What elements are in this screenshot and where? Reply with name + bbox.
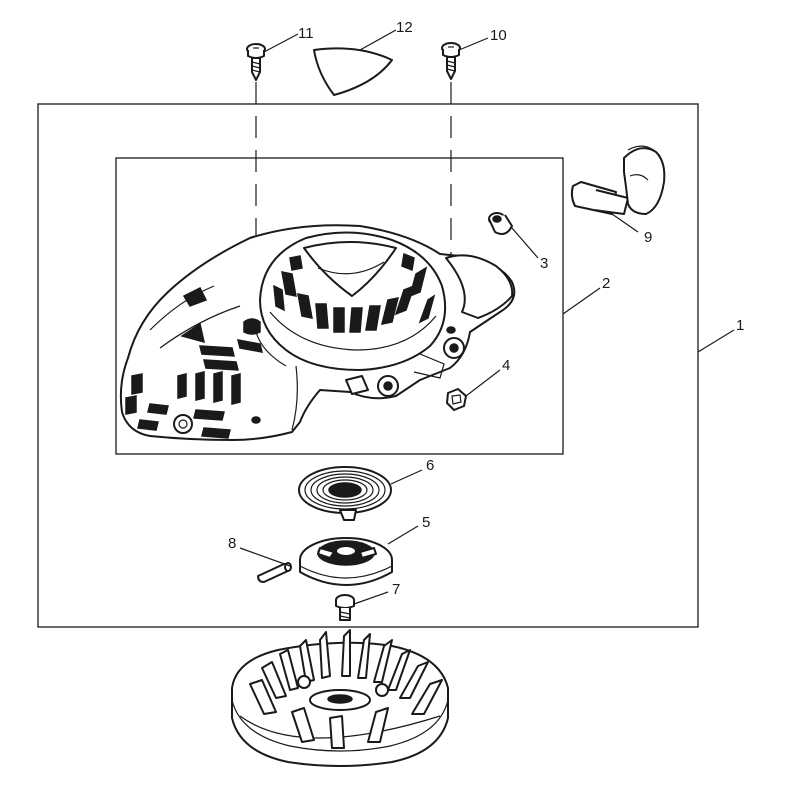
callout-5: 5 [422,514,430,531]
callout-6: 6 [426,457,434,474]
housing-louvers [125,339,264,439]
starter-handle-9 [570,145,666,215]
flywheel [231,629,449,767]
callout-9: 9 [644,229,652,246]
decal-12 [313,47,393,96]
leader-lines [239,29,735,605]
assembly-frame-inner [115,157,564,455]
starter-housing-2 [119,224,516,441]
callout-10: 10 [490,27,507,44]
callout-3: 3 [540,255,548,272]
callout-2: 2 [602,275,610,292]
bushing-3 [488,212,513,235]
callout-12: 12 [396,19,413,36]
callout-1: 1 [736,317,744,334]
pulley-5 [299,537,393,586]
nut-4 [446,388,467,411]
pin-8 [257,562,292,583]
screw-11 [246,43,266,81]
warning-triangle-icon [180,322,206,344]
assembly-frame-outer [37,103,699,628]
rotor-slots [273,252,436,333]
recoil-spring-6 [298,466,392,521]
screw-7 [335,594,355,621]
callout-7: 7 [392,581,400,598]
screw-10 [441,42,461,80]
callout-4: 4 [502,357,510,374]
callout-11: 11 [298,25,314,42]
callout-8: 8 [228,535,236,552]
